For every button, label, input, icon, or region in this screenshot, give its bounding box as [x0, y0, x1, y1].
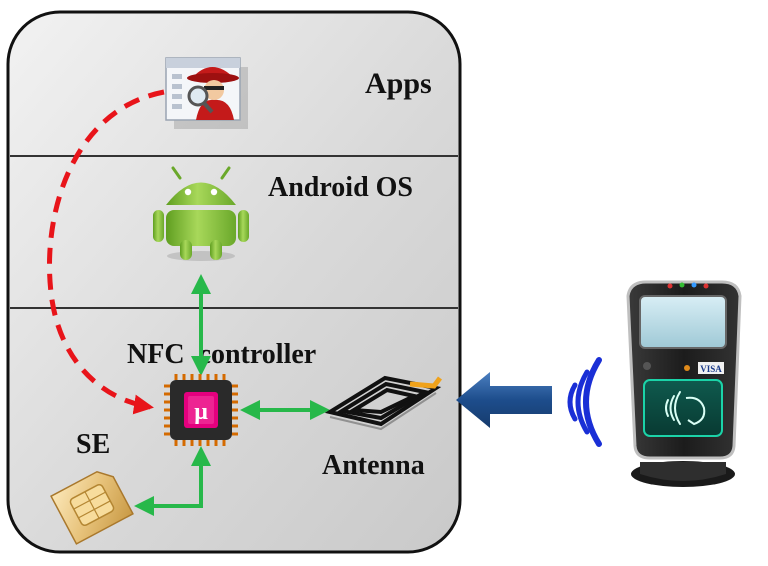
- chip-mu-symbol: μ: [194, 399, 208, 425]
- layer-label-apps: Apps: [365, 67, 432, 100]
- coil-antenna-icon: [324, 375, 442, 431]
- antenna-label: Antenna: [322, 450, 425, 481]
- android-robot-icon: [153, 166, 249, 261]
- nfc-microcontroller-chip-icon: μ: [164, 374, 238, 446]
- layer-label-android-os: Android OS: [268, 172, 413, 203]
- rf-waves-icon: [567, 357, 602, 447]
- rf-direction-arrow: [456, 372, 552, 428]
- contactless-payment-terminal-icon: VISA: [626, 280, 742, 487]
- app-to-controller-dashed-path: [47, 89, 165, 415]
- spy-app-icon: [165, 57, 248, 129]
- controller-se-link: [134, 446, 211, 516]
- visa-logo-text: VISA: [700, 364, 722, 374]
- se-label: SE: [76, 429, 110, 460]
- visa-logo: [698, 362, 724, 374]
- layer-label-nfc-controller: NFC controller: [127, 339, 316, 370]
- sim-card-icon: [50, 470, 134, 545]
